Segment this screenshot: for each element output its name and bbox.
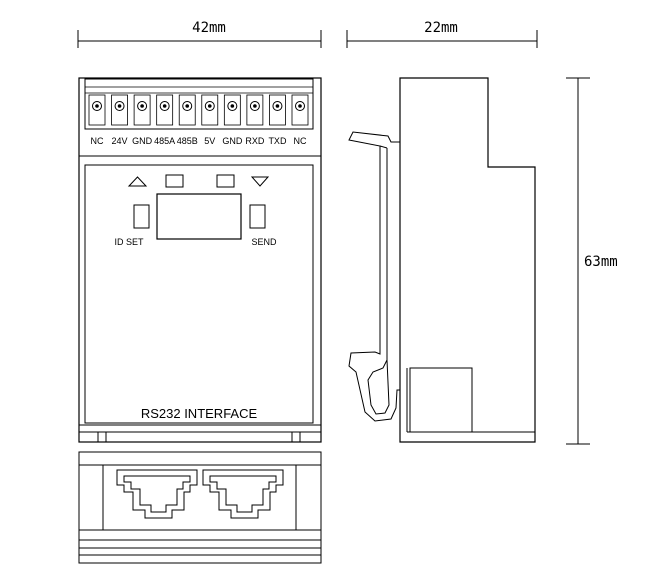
led-indicator-left xyxy=(165,174,184,188)
terminal-label: TXD xyxy=(268,136,287,146)
down-arrow-icon[interactable] xyxy=(250,176,270,187)
terminal-slot xyxy=(88,94,106,126)
terminal-slot xyxy=(223,94,241,126)
id-set-button-label: ID SET xyxy=(114,237,144,247)
terminal-label: NC xyxy=(91,136,104,146)
depth-dimension-label: 22mm xyxy=(424,20,458,36)
terminal-block xyxy=(84,78,314,130)
din-rail-clip xyxy=(348,131,400,422)
terminal-slot xyxy=(156,94,174,126)
terminal-screw-icon[interactable] xyxy=(204,101,215,111)
width-dimension xyxy=(77,30,322,48)
side-view xyxy=(348,77,536,443)
display-window xyxy=(156,193,242,240)
terminal-label: GND xyxy=(222,136,243,146)
terminal-slot xyxy=(133,94,151,126)
terminal-screw-icon[interactable] xyxy=(249,101,260,111)
terminal-screw-center xyxy=(230,104,235,108)
led-indicator-right xyxy=(216,174,235,188)
terminal-screw-center xyxy=(298,104,302,108)
terminal-slot xyxy=(269,94,286,126)
send-button-label: SEND xyxy=(251,237,277,247)
terminal-screw-center xyxy=(275,104,280,108)
terminal-screw-icon[interactable] xyxy=(137,101,148,111)
terminal-label: RXD xyxy=(245,136,265,146)
terminal-screw-center xyxy=(207,104,212,108)
terminal-screw-icon[interactable] xyxy=(92,101,102,111)
terminal-screw-center xyxy=(253,104,257,108)
terminal-screw-center xyxy=(95,104,99,108)
terminal-screw-icon[interactable] xyxy=(272,101,283,111)
rj45-port-right xyxy=(202,469,284,519)
height-dimension-label: 63mm xyxy=(584,254,618,270)
terminal-screw-icon[interactable] xyxy=(182,101,193,111)
side-connector-block xyxy=(409,367,473,433)
height-dimension xyxy=(566,77,590,445)
terminal-slot xyxy=(178,94,196,126)
terminal-label: GND xyxy=(132,136,153,146)
send-button[interactable] xyxy=(249,204,266,229)
terminal-screw-icon[interactable] xyxy=(227,101,238,111)
id-set-button[interactable] xyxy=(133,204,150,229)
terminal-label: 485B xyxy=(177,136,198,146)
terminal-label: 485A xyxy=(154,136,175,146)
terminal-label: NC xyxy=(294,136,307,146)
device-name-label: RS232 INTERFACE xyxy=(141,406,258,421)
terminal-screw-center xyxy=(140,104,144,108)
terminal-slot xyxy=(111,94,128,126)
terminal-slot xyxy=(246,94,264,126)
terminal-label: 24V xyxy=(112,136,128,146)
bottom-view xyxy=(78,451,322,564)
terminal-screw-icon[interactable] xyxy=(114,101,125,111)
terminal-screw-center xyxy=(185,104,190,108)
width-dimension-label: 42mm xyxy=(192,20,226,36)
terminal-screw-center xyxy=(117,104,122,108)
terminal-label: 5V xyxy=(204,136,215,146)
front-panel xyxy=(79,155,321,443)
terminal-screw-icon[interactable] xyxy=(159,101,170,111)
depth-dimension xyxy=(346,30,538,48)
terminal-screw-icon[interactable] xyxy=(295,101,305,111)
terminal-slot xyxy=(201,94,219,126)
terminal-slot xyxy=(291,94,309,126)
terminal-screw-center xyxy=(162,104,167,108)
rj45-port-left xyxy=(116,469,198,519)
up-arrow-icon[interactable] xyxy=(127,176,148,187)
